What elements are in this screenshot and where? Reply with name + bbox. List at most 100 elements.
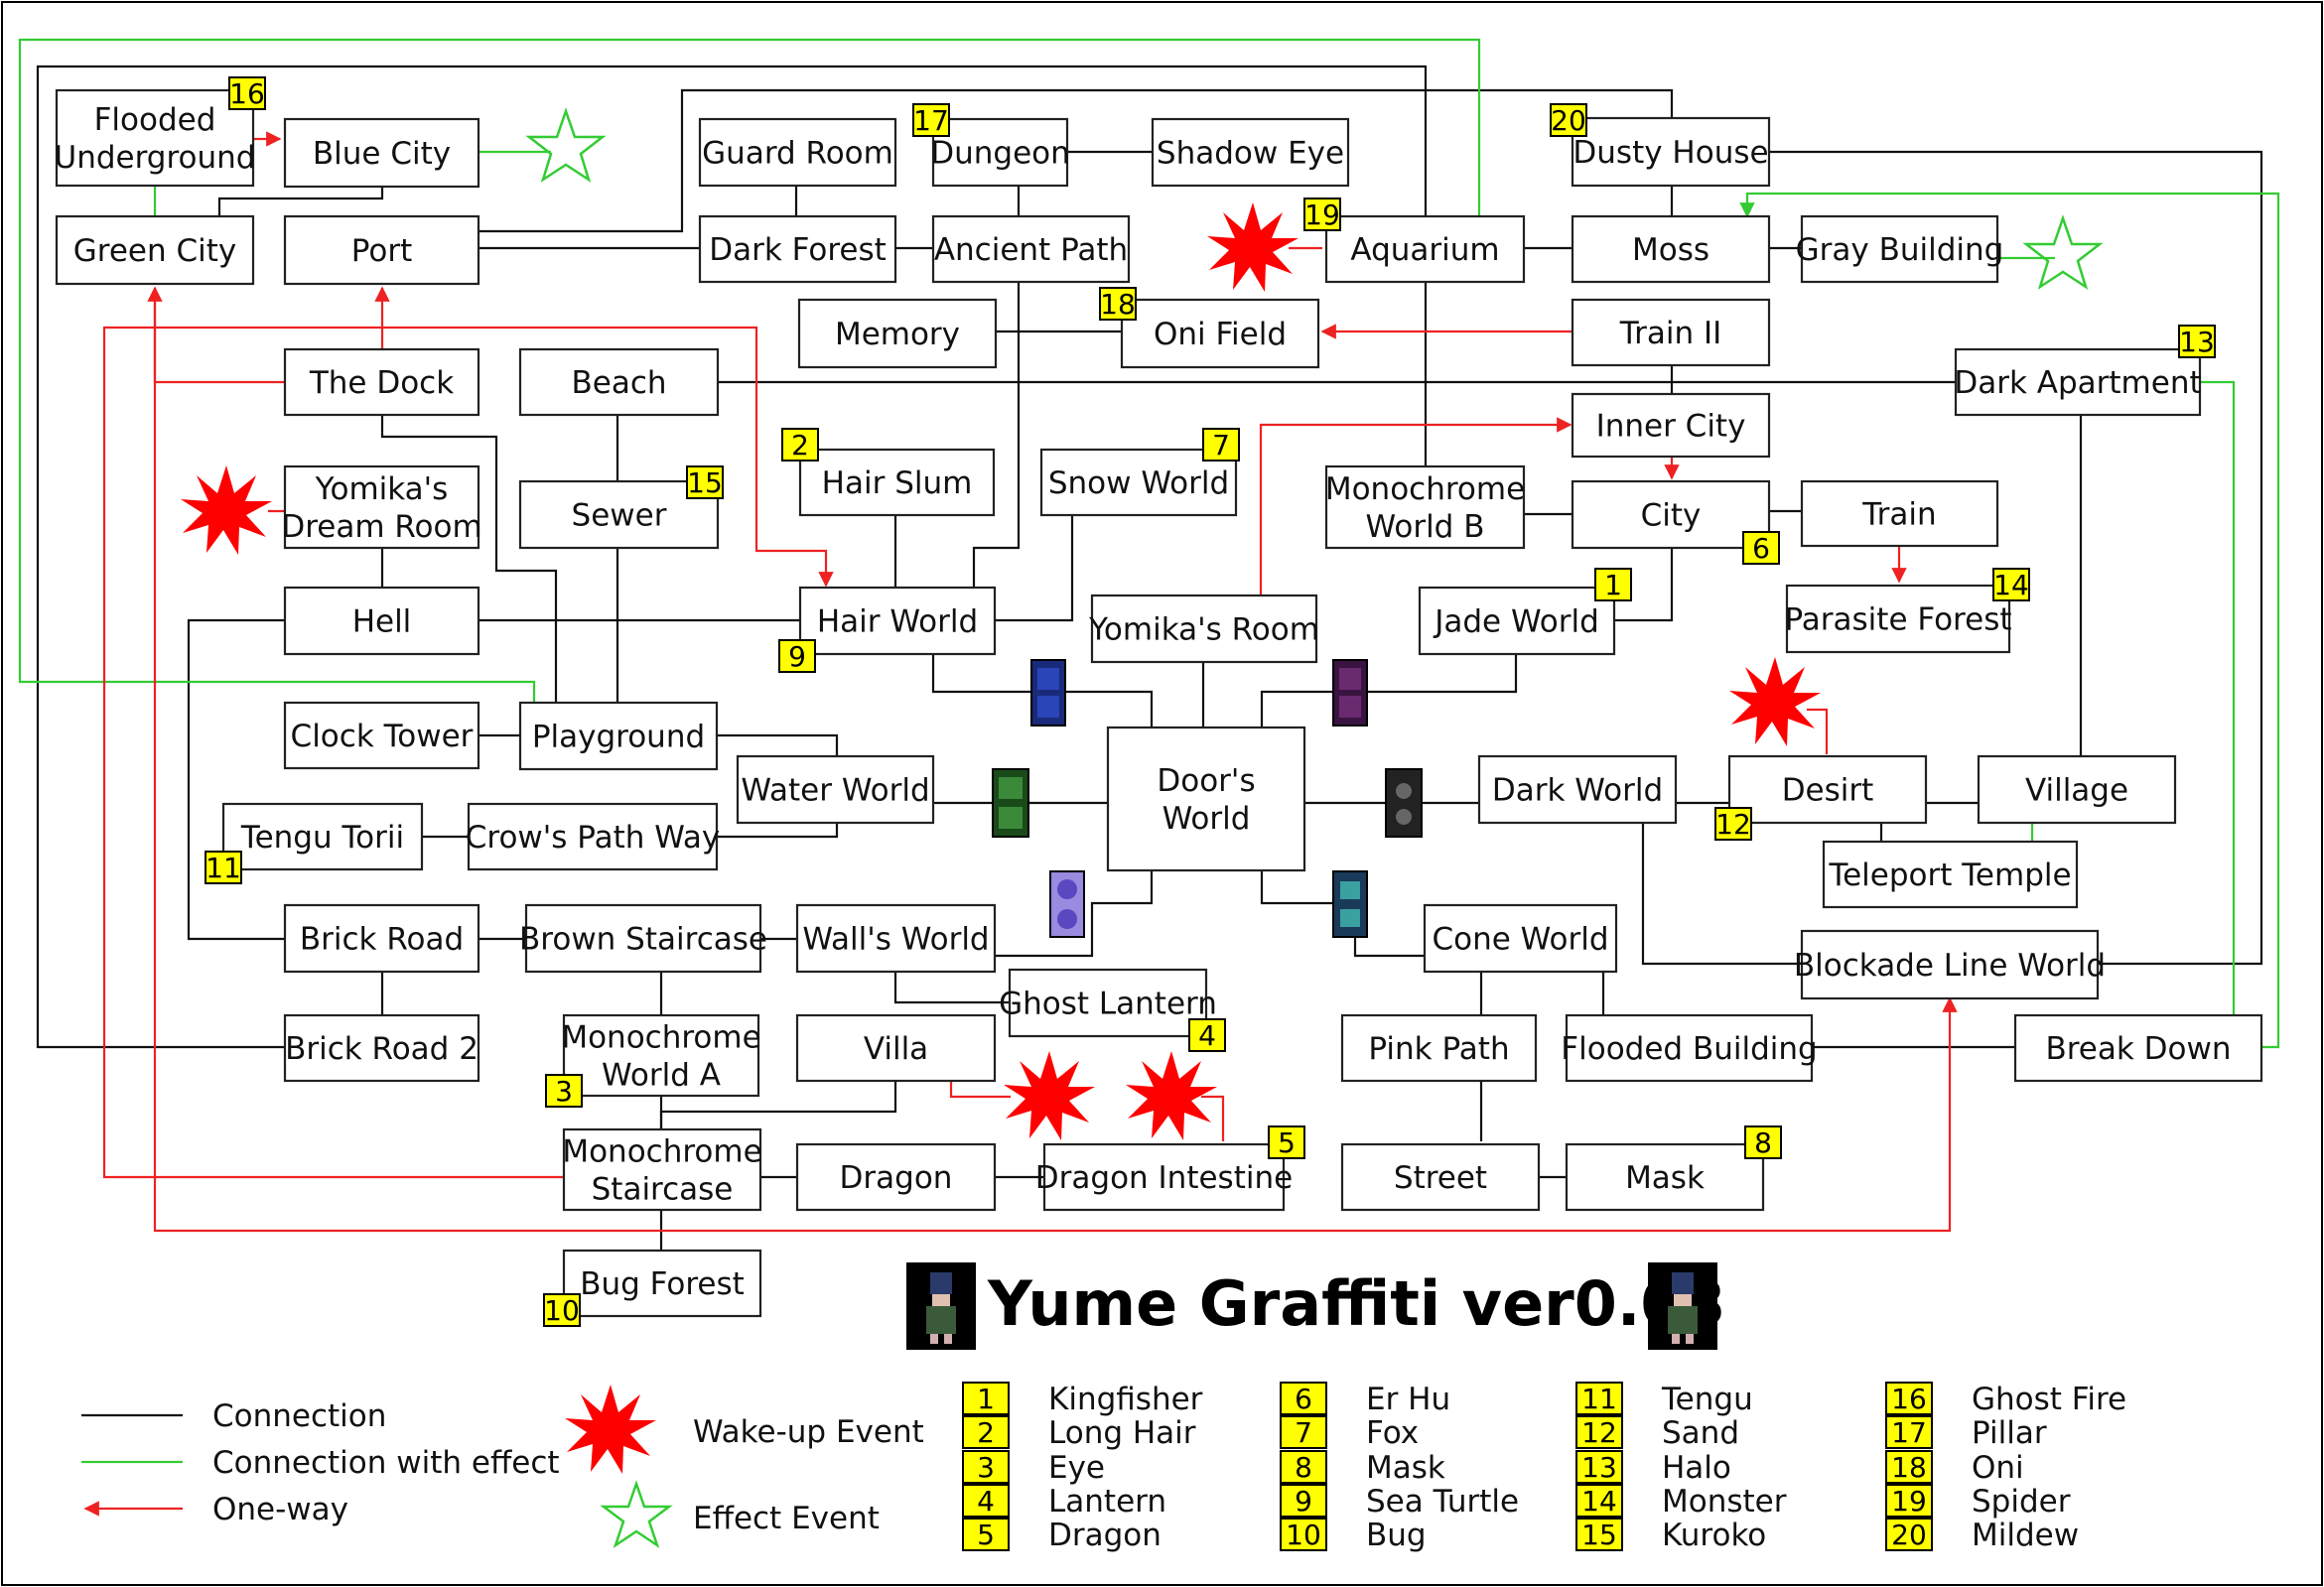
room-box: [1423, 903, 1618, 974]
effect-number: 18: [1891, 1451, 1927, 1484]
effect-number: 13: [1581, 1451, 1617, 1484]
room-label: Monochrome: [561, 1020, 760, 1056]
room-node-train-ii: Train II: [1571, 298, 1771, 367]
badge-number: 14: [1993, 569, 2029, 601]
effect-number: 20: [1891, 1519, 1927, 1551]
room-label: Blockade Line World: [1794, 948, 2106, 984]
room-label: Mask: [1625, 1160, 1705, 1196]
badge-number: 20: [1551, 104, 1586, 137]
room-node-brick-road: Brick Road: [283, 903, 480, 974]
room-box: [797, 298, 998, 369]
badge-number: 17: [913, 104, 949, 137]
effect-name: Oni: [1972, 1450, 2024, 1486]
room-box: [1106, 726, 1306, 872]
room-node-jade-world: Jade World: [1418, 586, 1616, 656]
room-node-dusty-house: Dusty House: [1571, 116, 1771, 188]
effect-name: Kingfisher: [1048, 1382, 1203, 1417]
room-node-hair-world: Hair World: [798, 586, 997, 656]
badge-number: 15: [687, 466, 723, 499]
room-node-tengu-torii: Tengu Torii: [221, 802, 424, 871]
room-label: Port: [351, 233, 412, 269]
room-label: Dragon Intestine: [1035, 1160, 1293, 1196]
room-label: Brick Road 2: [285, 1031, 478, 1067]
badge-number: 9: [788, 640, 806, 673]
red-burst-icon: [1126, 1051, 1217, 1140]
room-node-guard-room: Guard Room: [698, 117, 897, 188]
legend-one-way-label: One-way: [212, 1492, 348, 1527]
room-box: [562, 1249, 762, 1318]
effect-name: Dragon: [1048, 1518, 1162, 1553]
effect-number: 5: [977, 1519, 995, 1551]
room-label: Bug Forest: [580, 1266, 745, 1302]
room-node-street: Street: [1340, 1142, 1541, 1212]
badge-number: 12: [1715, 808, 1751, 841]
room-node-villa: Villa: [795, 1013, 997, 1083]
room-node-parasite-forest: Parasite Forest: [1784, 584, 2012, 654]
red-burst-icon: [1729, 657, 1821, 746]
room-box: [283, 586, 480, 656]
door-icon: [992, 768, 1029, 838]
room-label: World: [1162, 801, 1251, 837]
room-label: Guard Room: [702, 136, 893, 172]
room-label: Pink Path: [1368, 1031, 1509, 1067]
room-node-blockade-line-world: Blockade Line World: [1794, 929, 2106, 1000]
room-box: [1151, 117, 1350, 188]
room-node-village: Village: [1977, 754, 2177, 825]
room-label: Dungeon: [930, 136, 1070, 172]
room-box: [798, 448, 996, 517]
room-node-flooded-building: Flooded Building: [1561, 1013, 1818, 1083]
room-box: [1340, 1013, 1538, 1083]
room-box: [283, 464, 480, 550]
room-label: Monochrome: [562, 1134, 761, 1170]
room-box: [524, 903, 762, 974]
room-label: Train: [1861, 497, 1936, 533]
room-label: Flooded Building: [1561, 1031, 1817, 1067]
badge-number: 1: [1604, 569, 1622, 601]
effect-number-badge: 18: [1099, 287, 1137, 321]
room-node-break-down: Break Down: [2013, 1013, 2263, 1083]
door-icon: [1030, 659, 1066, 727]
room-node-blue-city: Blue City: [283, 117, 480, 189]
room-label: Flooded: [94, 102, 216, 138]
effect-number: 11: [1581, 1383, 1617, 1415]
room-box: [1090, 594, 1318, 664]
room-label: Monochrome: [1325, 471, 1525, 507]
room-label: Ghost Lantern: [999, 987, 1217, 1022]
door-icon: [1385, 768, 1423, 838]
room-box: [1340, 1142, 1541, 1212]
room-label: Parasite Forest: [1784, 602, 2011, 638]
room-box: [283, 347, 480, 417]
effect-number-badge: 13: [2178, 325, 2216, 358]
room-label: Staircase: [592, 1172, 734, 1208]
door-icon: [1332, 659, 1368, 727]
door-icon: [1049, 870, 1085, 938]
room-label: Jade World: [1433, 604, 1599, 640]
room-node-playground: Playground: [518, 701, 719, 771]
title-block: Yume Graffiti ver0.03: [906, 1262, 1726, 1350]
room-node-memory: Memory: [797, 298, 998, 369]
room-node-brick-road-2: Brick Road 2: [283, 1013, 480, 1083]
room-node-sewer: Sewer: [518, 479, 720, 550]
effect-name: Er Hu: [1366, 1382, 1450, 1417]
room-label: Underground: [55, 140, 256, 176]
effect-name: Sand: [1662, 1415, 1739, 1451]
room-node-yomika-room: Yomika's Room: [1088, 594, 1319, 664]
effect-number: 8: [1295, 1451, 1312, 1484]
badge-number: 5: [1278, 1126, 1296, 1159]
effect-name: Pillar: [1972, 1415, 2047, 1451]
room-box: [1727, 754, 1928, 825]
room-box: [1008, 968, 1208, 1038]
green-star-icon: [525, 107, 607, 183]
room-box: [1800, 214, 1999, 284]
room-label: Desirt: [1782, 773, 1874, 809]
room-box: [1565, 1142, 1765, 1212]
badge-number: 3: [555, 1075, 573, 1108]
